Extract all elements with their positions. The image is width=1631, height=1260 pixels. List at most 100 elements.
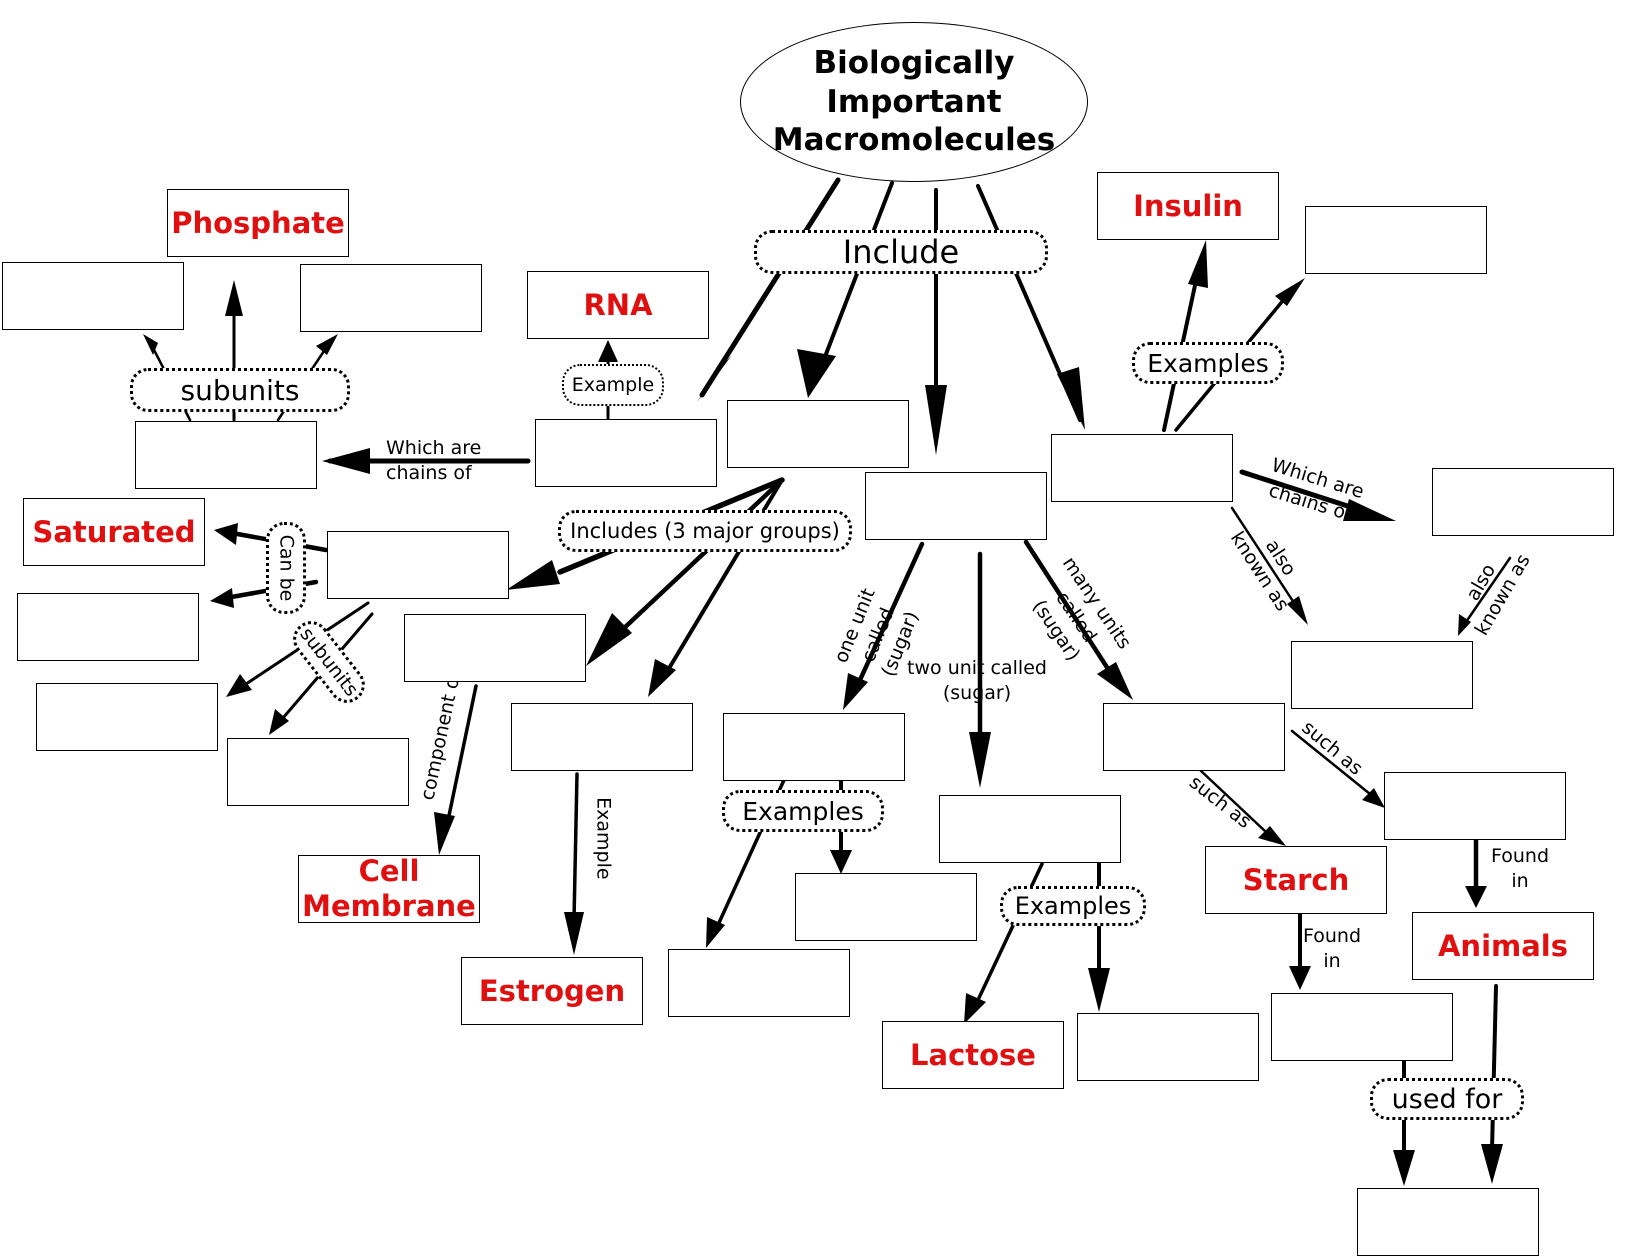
blank-box-lipid-subunit-2 — [227, 738, 409, 806]
arrowhead — [648, 659, 676, 697]
arrowhead — [564, 912, 584, 955]
blank-box-disaccharide — [939, 795, 1121, 863]
arrowhead — [598, 340, 618, 362]
arrowhead — [225, 280, 243, 316]
arrow-phospholipid-to-cellmembrane — [444, 684, 478, 832]
link-subunits: subunits — [130, 368, 350, 412]
blank-box-unsaturated — [17, 593, 199, 661]
arrow-animals-used-for — [1490, 984, 1498, 1152]
arrowhead — [1362, 788, 1385, 808]
link-examples-mono: Examples — [722, 790, 884, 832]
link-include: Include — [754, 230, 1048, 274]
arrowhead — [925, 385, 947, 455]
arrowhead — [506, 560, 560, 590]
arrowhead — [969, 732, 991, 788]
blank-box-lipid — [727, 400, 909, 468]
arrow-lipid-to-steroid — [666, 478, 784, 672]
arrow-protein-to-aminoacid — [1239, 469, 1363, 513]
arrowhead — [322, 448, 370, 474]
node-rna: RNA — [527, 271, 709, 339]
arrowhead — [706, 917, 725, 948]
arrowhead — [1258, 826, 1286, 846]
arrow-lipid-to-phospholipid — [619, 477, 785, 633]
link-found-in-2: Found in — [1490, 845, 1550, 892]
blank-box-mono-example-1 — [668, 949, 850, 1017]
blank-box-fatty-acid — [327, 531, 509, 599]
arrow-carb-many-units — [1023, 539, 1113, 675]
blank-box-steroid — [511, 703, 693, 771]
blank-box-glycogen — [1384, 772, 1566, 840]
arrow-di-to-lactose — [976, 862, 1044, 1002]
title-ellipse: Biologically Important Macromolecules — [740, 22, 1088, 182]
arrowhead — [434, 812, 455, 855]
link-used-for: used for — [1370, 1078, 1524, 1120]
arrow-aminoacid-suchas — [1290, 729, 1372, 796]
blank-box-mono-example-2 — [795, 873, 977, 941]
arrowhead — [964, 993, 986, 1024]
arrowhead — [1481, 1144, 1503, 1184]
link-can-be: Can be — [266, 522, 306, 614]
node-phosphate: Phosphate — [167, 189, 349, 257]
arrowhead — [1088, 968, 1110, 1012]
node-estrogen: Estrogen — [461, 957, 643, 1025]
arrow-protein-alsoknown — [1230, 506, 1302, 614]
blank-box-phospholipid — [404, 614, 586, 682]
node-saturated: Saturated — [23, 498, 205, 566]
arrowhead — [797, 349, 836, 398]
arrow-carb-one-unit — [857, 541, 925, 683]
arrowhead — [316, 334, 338, 355]
link-examples-insulin: Examples — [1132, 342, 1284, 384]
arrowhead — [1275, 278, 1305, 306]
arrowhead — [697, 355, 732, 402]
arrowhead — [1097, 662, 1133, 700]
arrowhead — [1458, 614, 1471, 636]
arrowhead — [214, 523, 238, 545]
link-two-unit: two unit called (sugar) — [907, 657, 1047, 704]
blank-box-nucleotide-right — [300, 264, 482, 332]
link-which-are-chains-left: Which are chains of — [386, 437, 482, 484]
arrowhead — [1393, 1150, 1415, 1186]
node-starch: Starch — [1205, 846, 1387, 914]
arrowhead — [586, 613, 632, 666]
arrow-steroid-to-estrogen — [572, 772, 579, 922]
arrowhead — [1465, 886, 1487, 908]
node-animals: Animals — [1412, 912, 1594, 980]
arrowhead — [1287, 596, 1308, 625]
blank-box-nucleotide-left — [2, 262, 184, 330]
node-insulin: Insulin — [1097, 172, 1279, 240]
blank-box-energy-storage — [1357, 1188, 1539, 1256]
arrowhead — [1289, 966, 1311, 990]
arrowhead — [269, 709, 289, 735]
node-cell-membrane: Cell Membrane — [298, 854, 480, 923]
arrow-poly-to-starch — [1198, 768, 1268, 834]
blank-box-polysaccharide — [1103, 703, 1285, 771]
blank-box-amino-acid — [1432, 468, 1614, 536]
blank-box-protein-example — [1305, 206, 1487, 274]
arrowhead — [1057, 367, 1085, 430]
arrowhead — [210, 588, 234, 608]
link-includes-3-major: Includes (3 major groups) — [558, 510, 852, 552]
arrowhead — [1188, 240, 1208, 288]
blank-box-nucleic-acid — [535, 419, 717, 487]
title-text: Biologically Important Macromolecules — [772, 44, 1056, 159]
arrow-aminoacid-alsoknown — [1464, 556, 1512, 624]
arrow-title-to-nucleic — [699, 177, 841, 398]
arrowhead — [226, 674, 252, 697]
arrowhead — [830, 850, 852, 874]
blank-box-di-example-2 — [1077, 1013, 1259, 1081]
arrow-title-to-lipid — [814, 181, 894, 382]
blank-box-monosaccharide — [723, 713, 905, 781]
arrowhead — [843, 673, 868, 710]
blank-box-protein — [1051, 434, 1233, 502]
blank-box-lipid-subunit-1 — [36, 683, 218, 751]
arrowhead — [1343, 499, 1396, 521]
blank-box-nucleotide — [135, 421, 317, 489]
arrowhead — [143, 334, 158, 355]
link-found-in-1: Found in — [1302, 925, 1362, 972]
link-example-rna: Example — [562, 364, 664, 406]
link-example-estrogen: Example — [592, 797, 615, 880]
blank-box-polypeptide — [1291, 641, 1473, 709]
blank-box-plants — [1271, 993, 1453, 1061]
blank-box-carbohydrate — [865, 472, 1047, 540]
